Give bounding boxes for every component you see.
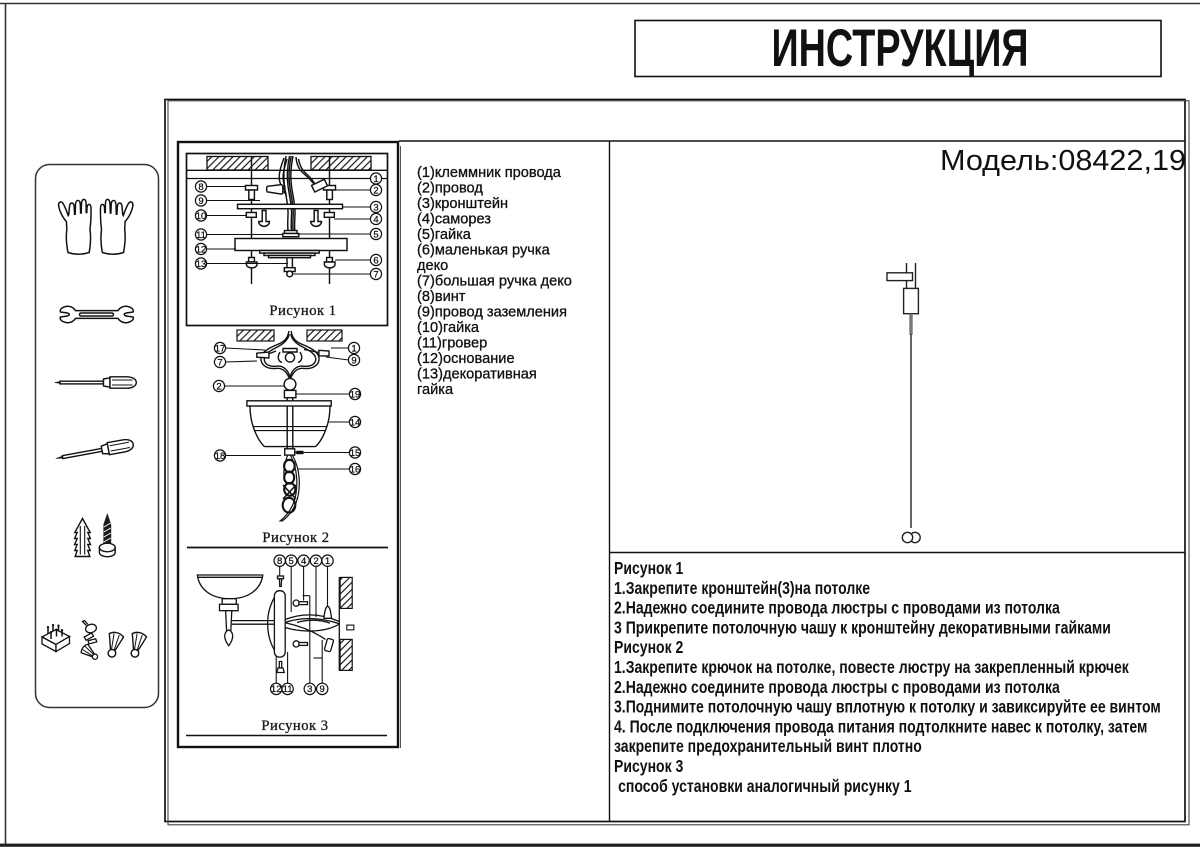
svg-text:12: 12 [196, 244, 207, 255]
svg-text:10: 10 [196, 211, 207, 222]
svg-text:3: 3 [373, 202, 378, 213]
svg-text:3: 3 [307, 684, 312, 695]
svg-text:13: 13 [196, 259, 207, 270]
svg-text:1: 1 [351, 343, 356, 354]
svg-text:(8)винт: (8)винт [417, 289, 466, 305]
svg-text:(1)клеммник провода: (1)клеммник провода [417, 165, 562, 181]
svg-text:7: 7 [373, 269, 378, 280]
svg-text:14: 14 [350, 417, 361, 428]
svg-text:9: 9 [320, 684, 325, 695]
svg-text:8: 8 [198, 182, 203, 193]
svg-text:3 Прикрепите потолочную чашу к: 3 Прикрепите потолочную чашу к кронштейн… [614, 619, 1111, 638]
svg-text:(4)саморез: (4)саморез [417, 212, 491, 228]
svg-text:Рисунок 1: Рисунок 1 [614, 560, 684, 579]
svg-text:15: 15 [350, 448, 361, 459]
svg-text:11: 11 [283, 684, 293, 695]
svg-text:2: 2 [313, 556, 318, 567]
svg-text:4: 4 [301, 556, 306, 567]
svg-text:4. После подключения провода п: 4. После подключения провода питания под… [614, 718, 1147, 737]
svg-text:(11)гровер: (11)гровер [417, 336, 487, 352]
svg-text:гайка: гайка [417, 382, 454, 398]
svg-text:1.Закрепите крючок на потолке,: 1.Закрепите крючок на потолке, повесте л… [614, 659, 1129, 678]
svg-text:11: 11 [196, 230, 206, 241]
svg-text:Рисунок 2: Рисунок 2 [262, 530, 329, 546]
svg-text:ИНСТРУКЦИЯ: ИНСТРУКЦИЯ [772, 19, 1029, 78]
svg-text:18: 18 [215, 451, 226, 462]
svg-text:деко: деко [417, 258, 448, 274]
svg-text:(3)кронштейн: (3)кронштейн [417, 196, 508, 212]
svg-text:7: 7 [217, 357, 222, 368]
svg-text:9: 9 [351, 355, 356, 366]
svg-text:(12)основание: (12)основание [417, 351, 515, 367]
svg-text:закрепите предохранительный ви: закрепите предохранительный винт плотно [614, 738, 922, 757]
svg-text:19: 19 [350, 389, 361, 400]
svg-text:Рисунок 3: Рисунок 3 [261, 718, 328, 734]
svg-text:1.Закрепите кронштейн(3)на пот: 1.Закрепите кронштейн(3)на потолке [614, 580, 870, 599]
svg-text:1: 1 [373, 174, 378, 185]
svg-text:9: 9 [198, 196, 203, 207]
svg-text:(2)провод: (2)провод [417, 181, 483, 197]
svg-text:1: 1 [325, 556, 330, 567]
svg-text:12: 12 [271, 684, 282, 695]
svg-text:(9)провод заземления: (9)провод заземления [417, 305, 567, 321]
svg-text:(7)большая ручка деко: (7)большая ручка деко [417, 274, 572, 290]
svg-text:5: 5 [373, 229, 378, 240]
svg-text:8: 8 [277, 556, 282, 567]
svg-text:2.Надежно соедините провода лю: 2.Надежно соедините провода люстры с про… [614, 679, 1060, 698]
svg-text:16: 16 [350, 464, 361, 475]
svg-text:(13)декоративная: (13)декоративная [417, 367, 537, 383]
svg-text:способ установки аналогичный р: способ установки аналогичный рисунку 1 [618, 778, 912, 797]
svg-text:4: 4 [373, 214, 378, 225]
svg-text:17: 17 [215, 343, 226, 354]
svg-text:2: 2 [373, 185, 378, 196]
svg-text:3.Поднимите потолочную чашу вп: 3.Поднимите потолочную чашу вплотную к п… [614, 698, 1161, 717]
svg-text:2: 2 [216, 381, 221, 392]
svg-text:6: 6 [373, 255, 378, 266]
svg-text:2.Надежно соедините провода лю: 2.Надежно соедините провода люстры с про… [614, 599, 1060, 618]
svg-text:Рисунок 3: Рисунок 3 [614, 758, 684, 777]
svg-text:Модель:08422,19: Модель:08422,19 [940, 145, 1186, 177]
svg-text:Рисунок 1: Рисунок 1 [269, 303, 336, 319]
svg-text:(10)гайка: (10)гайка [417, 320, 480, 336]
svg-text:(5)гайка: (5)гайка [417, 227, 472, 243]
svg-text:5: 5 [289, 556, 294, 567]
svg-text:Рисунок 2: Рисунок 2 [614, 639, 684, 658]
svg-text:(6)маленькая ручка: (6)маленькая ручка [417, 243, 551, 259]
